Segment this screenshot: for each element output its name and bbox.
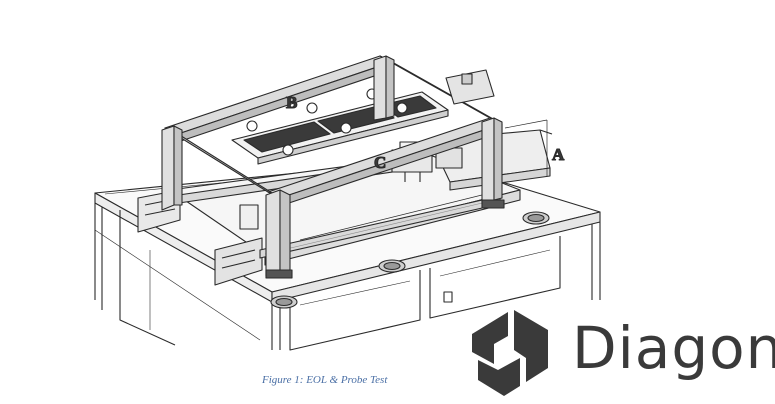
gantry-posts bbox=[161, 55, 505, 279]
gantry-rails bbox=[164, 55, 503, 207]
callout-c: C bbox=[374, 153, 386, 172]
callout-b: B bbox=[286, 93, 297, 112]
diagon-logo: Diagon bbox=[470, 302, 775, 396]
diagon-wordmark: Diagon bbox=[572, 314, 775, 382]
left-probe-module bbox=[137, 189, 263, 286]
cabinet-frame bbox=[94, 203, 601, 351]
table-wells bbox=[270, 211, 550, 309]
back-motor bbox=[445, 69, 495, 105]
callout-a: A bbox=[552, 145, 565, 164]
figure-caption: Figure 1: EOL & Probe Test bbox=[262, 374, 388, 386]
diagon-logo-mark-icon bbox=[472, 310, 548, 396]
